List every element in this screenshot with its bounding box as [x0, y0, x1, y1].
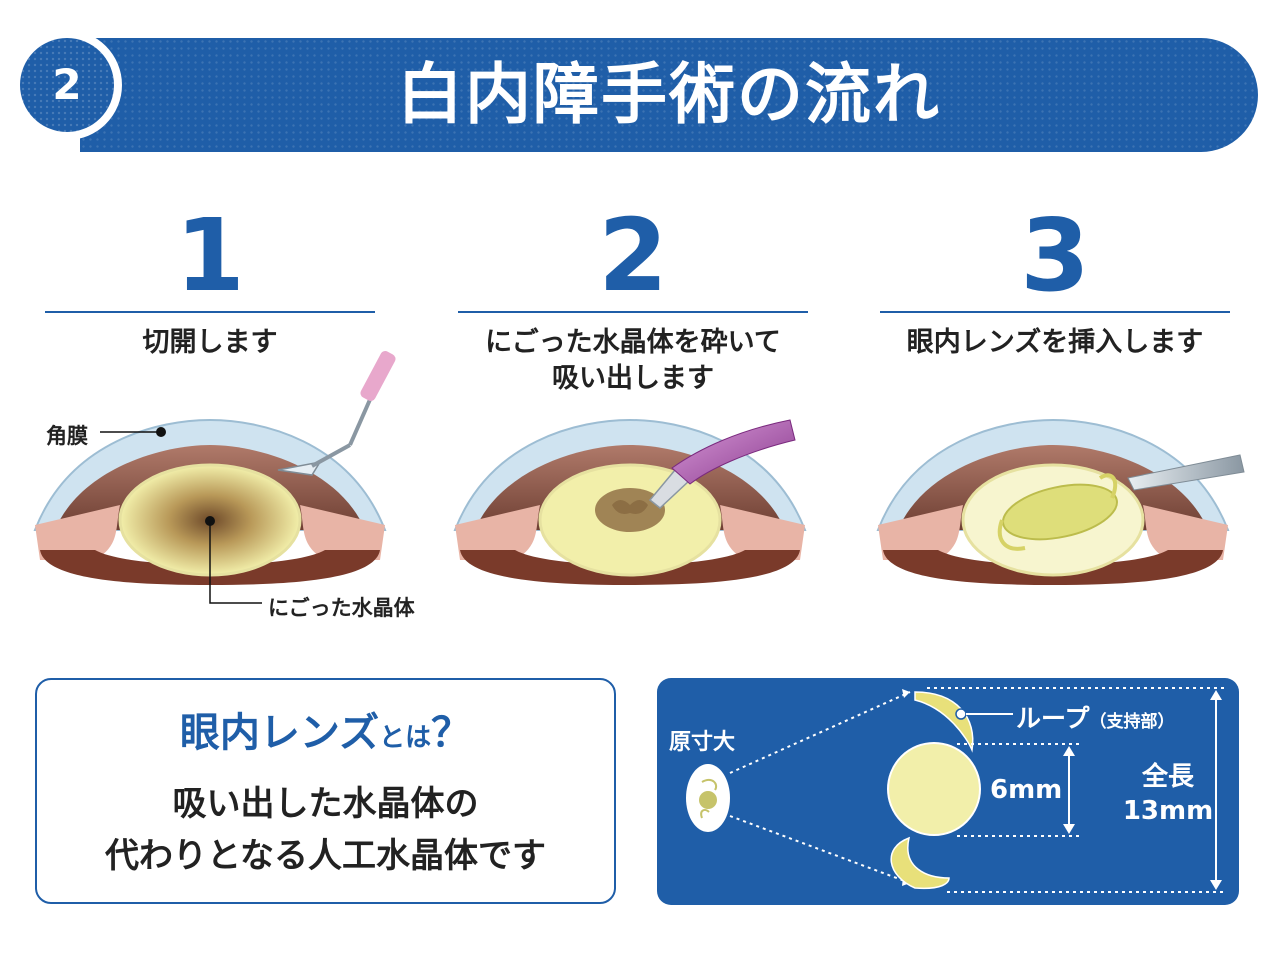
eye-illustration-2 — [453, 418, 807, 585]
info-body: 吸い出した水晶体の 代わりとなる人工水晶体です — [35, 778, 616, 882]
info-box — [35, 678, 616, 904]
lens-optic — [887, 742, 981, 836]
eye-illustration-3 — [876, 418, 1245, 585]
scalpel-icon — [277, 460, 322, 476]
info-body-line-2: 代わりとなる人工水晶体です — [105, 836, 546, 876]
info-title-suffix: とは — [379, 723, 432, 753]
loop-marker — [955, 708, 967, 720]
info-title-mark: ？ — [431, 710, 472, 756]
eye-illustration-1 — [33, 351, 396, 604]
total-length-title: 全長 — [1141, 762, 1194, 792]
step-1-divider — [45, 311, 375, 313]
total-length-label: 全長 13mm — [1118, 760, 1218, 828]
lens-diagram — [686, 687, 1227, 893]
header-bar — [80, 38, 1258, 152]
actual-size-label: 原寸大 — [669, 730, 736, 755]
cloudy-lens-label: にごった水晶体 — [268, 596, 415, 620]
step-2-caption: にごった水晶体を砕いて 吸い出します — [438, 325, 828, 397]
step-1-caption: 切開します — [142, 327, 278, 358]
loop-label: ループ（支持部） — [1016, 699, 1175, 735]
page-title: 白内障手術の流れ — [397, 56, 941, 133]
step-3-divider — [880, 311, 1230, 313]
step-2-caption-line-2: 吸い出します — [552, 363, 714, 394]
optic-size-label: 6mm — [990, 775, 1063, 805]
loop-label-note: （支持部） — [1089, 712, 1175, 732]
step-2-caption-line-1: にごった水晶体を砕いて — [485, 327, 781, 358]
step-2-divider — [458, 311, 808, 313]
surgery-illustrations — [33, 351, 1245, 604]
step-1-number: 1 — [175, 197, 245, 314]
step-3-caption: 眼内レンズを挿入します — [906, 327, 1204, 358]
info-body-line-1: 吸い出した水晶体の — [172, 784, 479, 824]
info-title: 眼内レンズとは？ — [35, 700, 616, 758]
step-2-number: 2 — [598, 197, 668, 314]
injector-icon — [1127, 454, 1245, 491]
total-length-value: 13mm — [1122, 796, 1214, 826]
info-title-main: 眼内レンズ — [179, 710, 380, 756]
cornea-label: 角膜 — [46, 424, 88, 448]
section-badge: 2 — [20, 38, 114, 132]
step-3-number: 3 — [1020, 197, 1090, 314]
loop-label-main: ループ — [1016, 704, 1090, 733]
